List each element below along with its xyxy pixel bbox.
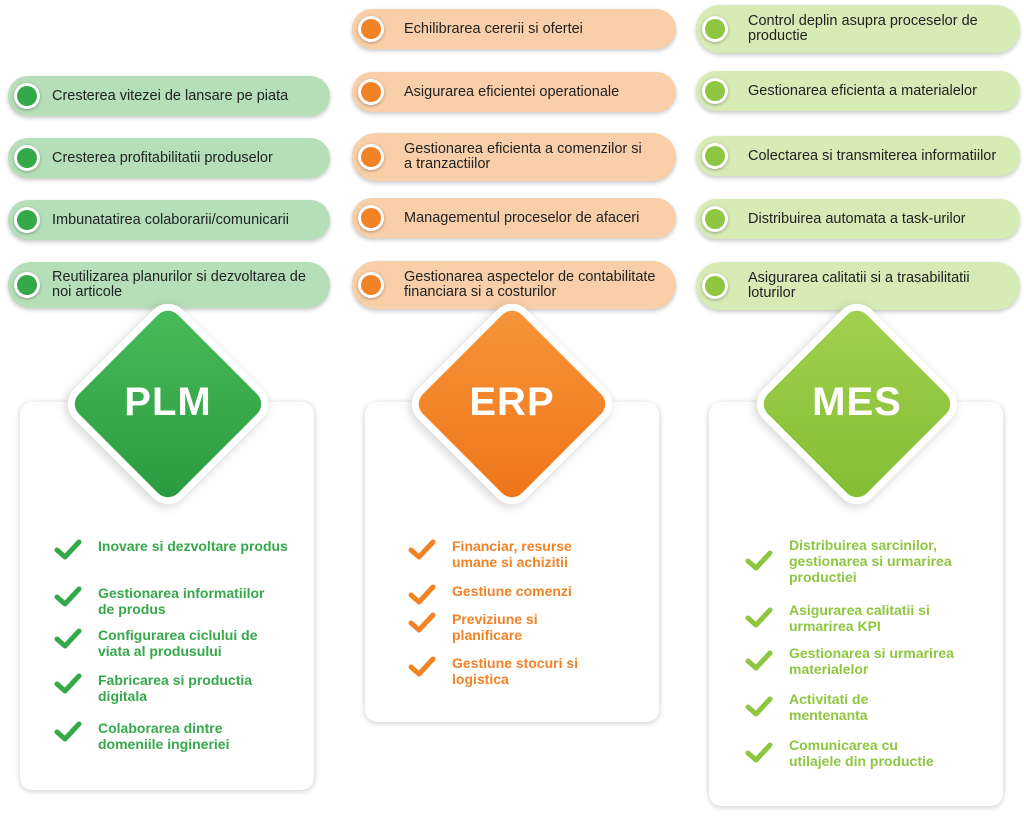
erp-benefit-pill: Gestionarea eficienta a comenzilor si a … [352, 133, 676, 181]
erp-bullet-dot [358, 205, 384, 231]
check-icon [408, 584, 436, 605]
erp-feature-item: Financiar, resurse umane si achizitii [408, 538, 648, 570]
plm-feature-item: Gestionarea informatiilor de produs [54, 585, 294, 617]
erp-feature-item: Previziune si planificare [408, 611, 648, 643]
mes-benefit-pill: Asigurarea calitatii si a trasabilitatii… [696, 262, 1020, 310]
mes-feature-item: Asigurarea calitatii si urmarirea KPI [745, 602, 985, 634]
mes-label: MES [812, 380, 902, 424]
mes-benefit-text: Control deplin asupra proceselor de prod… [748, 13, 978, 44]
erp-bullet-dot [358, 272, 384, 298]
erp-bullet-dot [358, 16, 384, 42]
erp-bullet-dot [358, 79, 384, 105]
erp-feature-text: Financiar, resurse umane si achizitii [452, 538, 572, 570]
plm-bullet-dot [14, 145, 40, 171]
mes-feature-text: Gestionarea si urmarirea materialelor [789, 645, 954, 677]
mes-benefit-pill: Colectarea si transmiterea informatiilor [696, 136, 1020, 176]
check-icon [408, 656, 436, 677]
mes-feature-text: Asigurarea calitatii si urmarirea KPI [789, 602, 930, 634]
erp-benefit-pill: Asigurarea eficientei operationale [352, 72, 676, 112]
plm-feature-item: Fabricarea si productia digitala [54, 672, 294, 704]
plm-benefit-text: Imbunatatirea colaborarii/comunicarii [52, 211, 289, 228]
check-icon [745, 742, 773, 763]
mes-benefit-text: Asigurarea calitatii si a trasabilitatii… [748, 270, 970, 301]
mes-bullet-dot [702, 143, 728, 169]
erp-benefit-text: Echilibrarea cererii si ofertei [404, 20, 583, 37]
plm-bullet-dot [14, 272, 40, 298]
mes-feature-item: Comunicarea cu utilajele din productie [745, 737, 985, 769]
plm-feature-text: Fabricarea si productia digitala [98, 672, 253, 704]
check-icon [745, 550, 773, 571]
check-icon [408, 612, 436, 633]
plm-benefit-text: Reutilizarea planurilor si dezvoltarea d… [52, 269, 306, 300]
check-icon [54, 539, 82, 560]
erp-label: ERP [469, 380, 555, 424]
mes-bullet-dot [702, 16, 728, 42]
erp-feature-item: Gestiune stocuri si logistica [408, 655, 648, 687]
erp-benefit-text: Gestionarea eficienta a comenzilor si a … [404, 141, 642, 172]
mes-benefit-pill: Gestionarea eficienta a materialelor [696, 71, 1020, 111]
check-icon [54, 673, 82, 694]
erp-bullet-dot [358, 144, 384, 170]
mes-feature-item: Distribuirea sarcinilor, gestionarea si … [745, 537, 985, 585]
erp-feature-text: Gestiune stocuri si logistica [452, 655, 579, 687]
check-icon [745, 607, 773, 628]
plm-feature-text: Configurarea ciclului de viata al produs… [98, 627, 258, 659]
erp-benefit-text: Asigurarea eficientei operationale [404, 83, 620, 100]
mes-benefit-text: Distribuirea automata a task-urilor [748, 210, 966, 227]
erp-benefit-text: Gestionarea aspectelor de contabilitate … [404, 269, 656, 300]
plm-benefit-pill: Cresterea vitezei de lansare pe piata [8, 76, 330, 116]
check-icon [54, 586, 82, 607]
check-icon [54, 721, 82, 742]
check-icon [408, 539, 436, 560]
plm-bullet-dot [14, 207, 40, 233]
erp-feature-text: Previziune si planificare [452, 611, 538, 643]
mes-bullet-dot [702, 78, 728, 104]
mes-bullet-dot [702, 206, 728, 232]
erp-feature-text: Gestiune comenzi [452, 583, 572, 599]
mes-feature-item: Gestionarea si urmarirea materialelor [745, 645, 985, 677]
mes-benefit-text: Gestionarea eficienta a materialelor [748, 82, 977, 99]
plm-benefit-pill: Imbunatatirea colaborarii/comunicarii [8, 200, 330, 240]
plm-feature-item: Inovare si dezvoltare produs [54, 538, 294, 560]
erp-benefit-pill: Managementul proceselor de afaceri [352, 198, 676, 238]
plm-label: PLM [124, 380, 212, 424]
mes-feature-text: Activitati de mentenanta [789, 691, 869, 723]
plm-feature-item: Configurarea ciclului de viata al produs… [54, 627, 294, 659]
erp-benefit-pill: Gestionarea aspectelor de contabilitate … [352, 261, 676, 309]
mes-benefit-pill: Distribuirea automata a task-urilor [696, 199, 1020, 239]
plm-feature-text: Gestionarea informatiilor de produs [98, 585, 265, 617]
mes-feature-text: Comunicarea cu utilajele din productie [789, 737, 934, 769]
plm-benefit-pill: Reutilizarea planurilor si dezvoltarea d… [8, 262, 330, 308]
plm-feature-text: Inovare si dezvoltare produs [98, 538, 288, 554]
plm-benefit-pill: Cresterea profitabilitatii produselor [8, 138, 330, 178]
check-icon [745, 650, 773, 671]
plm-feature-item: Colaborarea dintre domeniile ingineriei [54, 720, 294, 752]
erp-benefit-pill: Echilibrarea cererii si ofertei [352, 9, 676, 49]
mes-benefit-pill: Control deplin asupra proceselor de prod… [696, 5, 1020, 53]
mes-benefit-text: Colectarea si transmiterea informatiilor [748, 147, 997, 164]
plm-benefit-text: Cresterea vitezei de lansare pe piata [52, 87, 289, 104]
plm-feature-text: Colaborarea dintre domeniile ingineriei [98, 720, 230, 752]
erp-feature-item: Gestiune comenzi [408, 583, 648, 605]
check-icon [745, 696, 773, 717]
erp-benefit-text: Managementul proceselor de afaceri [404, 209, 640, 226]
mes-bullet-dot [702, 273, 728, 299]
check-icon [54, 628, 82, 649]
plm-benefit-text: Cresterea profitabilitatii produselor [52, 149, 273, 166]
mes-feature-item: Activitati de mentenanta [745, 691, 985, 723]
plm-bullet-dot [14, 83, 40, 109]
mes-feature-text: Distribuirea sarcinilor, gestionarea si … [789, 537, 952, 585]
